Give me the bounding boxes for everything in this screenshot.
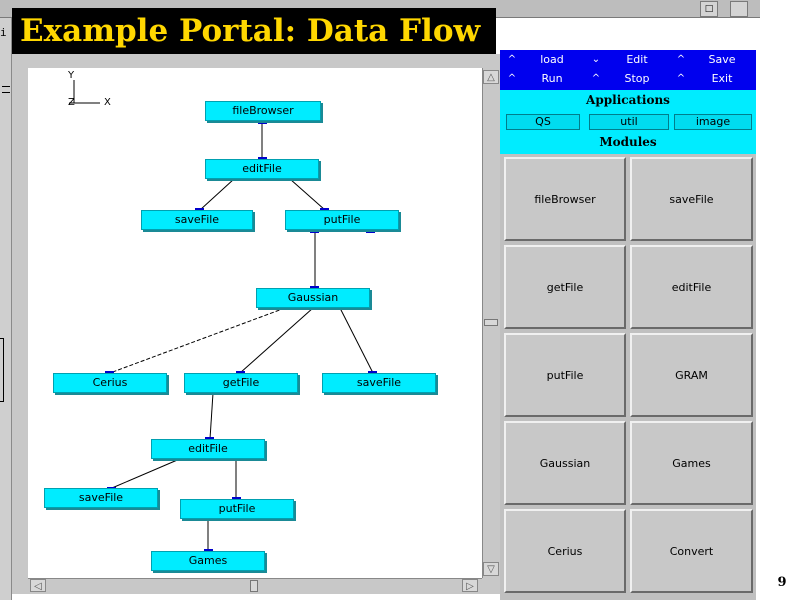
scroll-down-icon[interactable]: ▽ [483,562,499,576]
axis-z-label: Z [68,97,75,108]
node-savefile[interactable]: saveFile [141,210,253,230]
caret-up-icon: ^ [507,54,517,65]
left-fragment-text: i [0,26,7,39]
module-convert-button[interactable]: Convert [630,509,753,593]
menu-stop[interactable]: Stop [624,72,650,85]
menu-run[interactable]: Run [541,72,563,85]
node-games[interactable]: Games [151,551,265,571]
node-putfile-2[interactable]: putFile [180,499,294,519]
node-putfile[interactable]: putFile [285,210,399,230]
left-window-edge [0,18,12,600]
caret-down-icon: ⌄ [591,54,601,65]
module-savefile-button[interactable]: saveFile [630,157,753,241]
page-number: 9 [777,575,787,590]
left-edge-mark [2,92,10,93]
module-putfile-button[interactable]: putFile [504,333,626,417]
menu-bar [500,50,756,90]
modules-heading: Modules [500,132,756,154]
module-getfile-button[interactable]: getFile [504,245,626,329]
node-savefile-2[interactable]: saveFile [322,373,436,393]
horizontal-scroll-thumb[interactable] [250,580,258,592]
left-edge-box [0,338,4,402]
module-filebrowser-button[interactable]: fileBrowser [504,157,626,241]
module-gaussian-button[interactable]: Gaussian [504,421,626,505]
menu-save[interactable]: Save [708,53,736,66]
left-edge-mark [2,86,10,87]
app-qs-button[interactable]: QS [506,114,580,130]
caret-up-icon: ^ [591,73,601,84]
scroll-left-icon[interactable]: ◁ [30,579,46,592]
vertical-scroll-thumb[interactable] [484,319,498,326]
app-util-button[interactable]: util [589,114,669,130]
applications-heading: Applications [500,90,756,112]
app-image-button[interactable]: image [674,114,752,130]
caret-up-icon: ^ [676,73,686,84]
scroll-up-icon[interactable]: △ [483,70,499,84]
menu-load[interactable]: load [540,53,564,66]
node-gaussian[interactable]: Gaussian [256,288,370,308]
axis-x-label: X [104,97,111,108]
module-games-button[interactable]: Games [630,421,753,505]
module-editfile-button[interactable]: editFile [630,245,753,329]
caret-up-icon: ^ [676,54,686,65]
node-savefile-3[interactable]: saveFile [44,488,158,508]
axis-y-label: Y [68,70,75,81]
minimize-icon[interactable]: □ [700,1,718,17]
slide-title: Example Portal: Data Flow [12,8,496,54]
menu-exit[interactable]: Exit [711,72,733,85]
menu-edit[interactable]: Edit [626,53,648,66]
module-gram-button[interactable]: GRAM [630,333,753,417]
node-filebrowser[interactable]: fileBrowser [205,101,321,121]
maximize-icon[interactable] [730,1,748,17]
module-cerius-button[interactable]: Cerius [504,509,626,593]
caret-up-icon: ^ [507,73,517,84]
node-cerius[interactable]: Cerius [53,373,167,393]
node-getfile[interactable]: getFile [184,373,298,393]
node-editfile[interactable]: editFile [205,159,319,179]
node-editfile-2[interactable]: editFile [151,439,265,459]
scroll-right-icon[interactable]: ▷ [462,579,478,592]
